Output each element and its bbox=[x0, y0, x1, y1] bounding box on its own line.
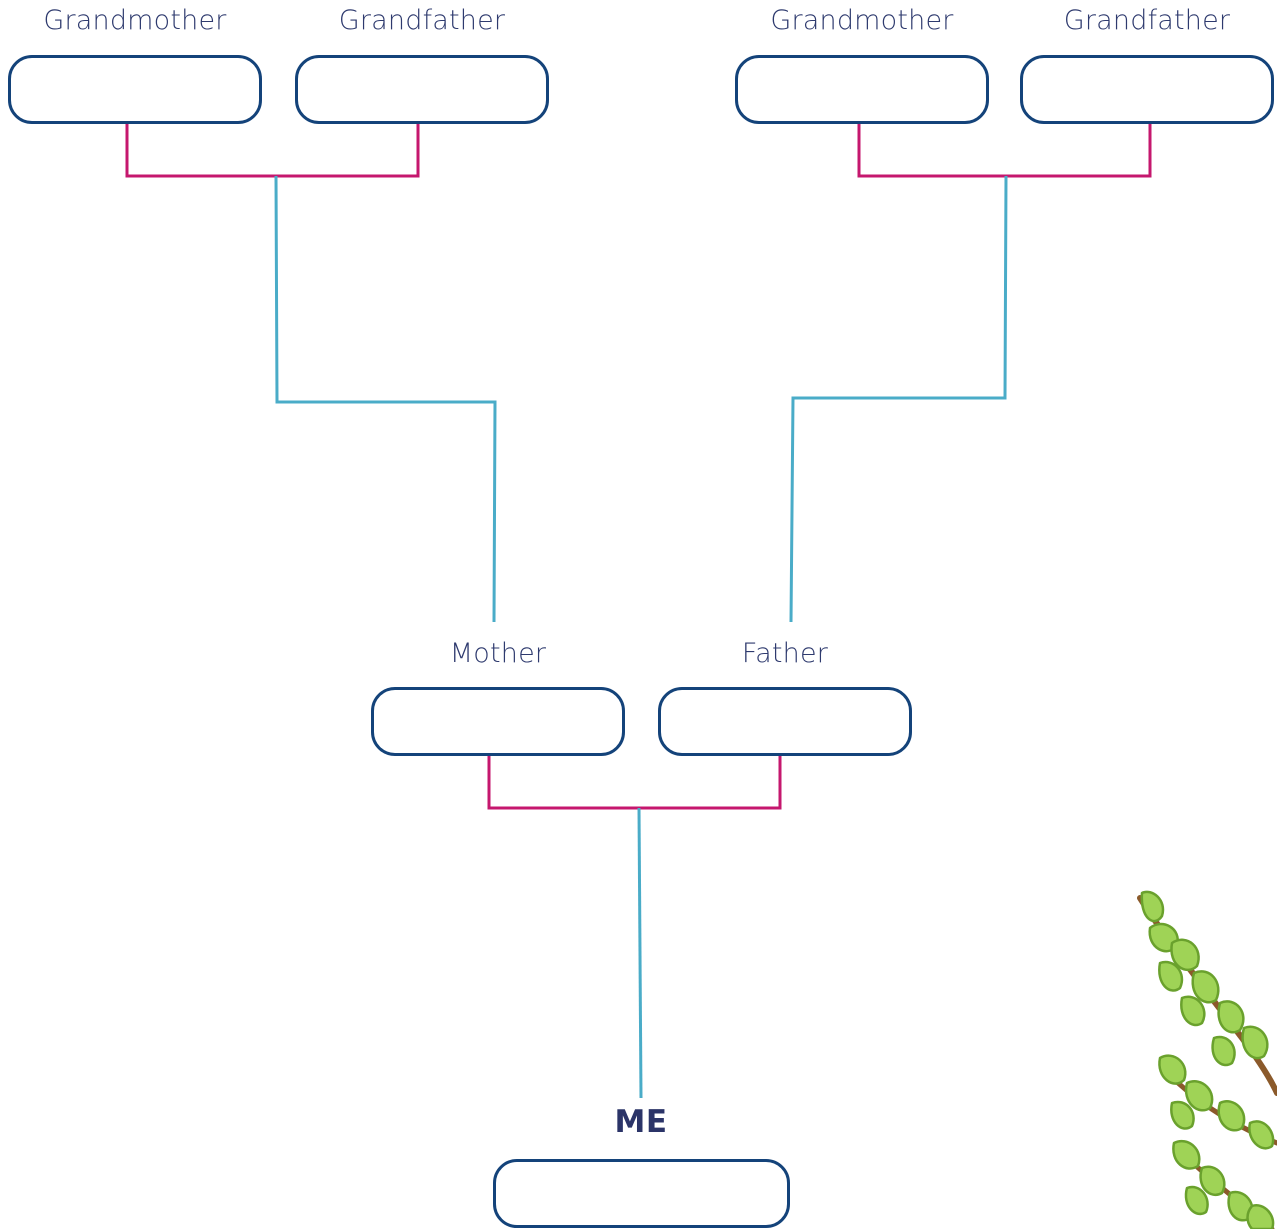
tree-branch-icon bbox=[1137, 890, 1277, 1229]
me-label: ME bbox=[614, 1104, 668, 1140]
paternal-grandfather-box[interactable] bbox=[1020, 55, 1274, 124]
maternal-grandmother-box[interactable] bbox=[8, 55, 262, 124]
parents-connector bbox=[487, 756, 782, 810]
father-box[interactable] bbox=[658, 687, 912, 756]
maternal-grandmother-label: Grandmother bbox=[43, 5, 227, 36]
paternal-grandmother-label: Grandmother bbox=[770, 5, 954, 36]
paternal-grandmother-box[interactable] bbox=[735, 55, 989, 124]
me-box[interactable] bbox=[493, 1159, 790, 1228]
paternal-grandparents-connector bbox=[857, 124, 1152, 178]
paternal-descent-line bbox=[789, 175, 1008, 623]
maternal-grandfather-box[interactable] bbox=[295, 55, 549, 124]
paternal-grandfather-label: Grandfather bbox=[1063, 5, 1231, 36]
me-descent-line bbox=[637, 807, 643, 1099]
father-label: Father bbox=[741, 638, 829, 669]
mother-label: Mother bbox=[449, 638, 547, 669]
maternal-descent-line bbox=[274, 175, 497, 623]
maternal-grandparents-connector bbox=[125, 124, 420, 178]
mother-box[interactable] bbox=[371, 687, 625, 756]
maternal-grandfather-label: Grandfather bbox=[338, 5, 506, 36]
